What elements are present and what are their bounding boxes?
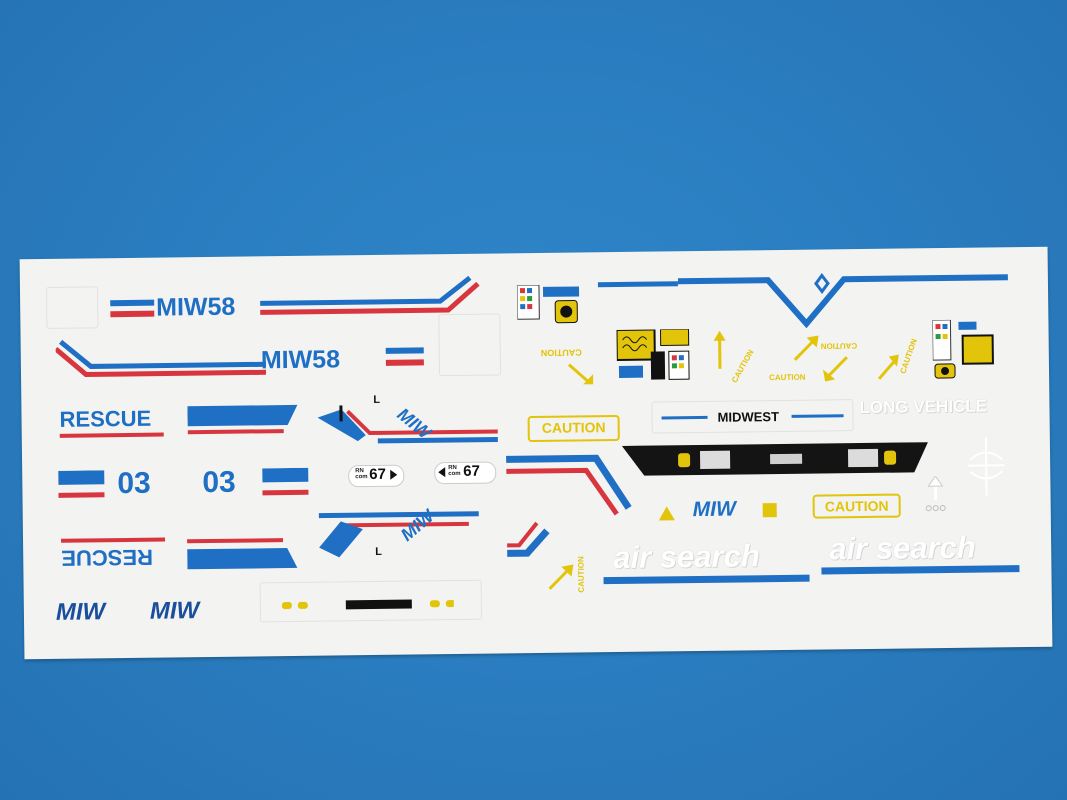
rescue-overline	[61, 537, 166, 543]
number-label-left: 03	[117, 466, 151, 501]
caution-label-1: CAUTION	[540, 347, 582, 358]
logo-label-1: MIW	[55, 598, 106, 626]
decal-outline-3	[259, 579, 483, 623]
arrow-up-right-icon-3	[545, 563, 575, 598]
arrow-down-left-icon	[821, 353, 851, 388]
logo-label-5: MIW	[692, 497, 736, 522]
up-arrow-dots-icon	[922, 475, 949, 521]
control-panel-3	[931, 319, 1003, 385]
rescue-label-top: RESCUE	[59, 405, 152, 432]
caution-label-5: CAUTION	[898, 337, 919, 375]
slant-stripe-block-lower	[187, 536, 307, 578]
rescue-underline	[59, 432, 164, 438]
logo-label-2: MIW	[149, 597, 200, 625]
number-label-right: 03	[202, 465, 236, 500]
code-label-second: MIW58	[260, 345, 341, 375]
arrow-up-right-icon-2	[875, 353, 901, 388]
decal-outline-4	[651, 399, 854, 434]
caution-label-6: CAUTION	[576, 556, 586, 593]
long-vehicle-label: LONG VEHICLE	[859, 396, 988, 418]
arrow-down-right-icon	[567, 362, 597, 391]
arrow-up-icon	[713, 330, 728, 376]
stripe-graphic-top	[110, 274, 481, 334]
caution-box-2: CAUTION	[812, 493, 901, 519]
black-light-bar	[621, 438, 943, 487]
decal-outline-2	[438, 313, 502, 377]
slant-stripe-block	[187, 401, 307, 443]
swoosh-graphic-upper	[317, 403, 508, 460]
control-panel-2	[615, 328, 698, 389]
small-letter-bottom: L	[375, 545, 383, 558]
air-search-label-1: air search	[613, 538, 760, 576]
caution-label-4: CAUTION	[820, 341, 858, 351]
arrow-up-right-icon	[791, 334, 821, 369]
caution-box-1: CAUTION	[527, 414, 620, 443]
air-search-stripe-2	[821, 565, 1020, 575]
air-search-label-2: air search	[828, 529, 976, 567]
light-bar-strip	[264, 594, 456, 621]
number-stripe-right	[262, 467, 312, 506]
number-label-67-left: 67	[369, 465, 387, 484]
rescue-label-inverted: RESCUE	[61, 544, 154, 571]
number-stripe-left	[58, 470, 108, 508]
caution-label-2: CAUTION	[729, 348, 756, 385]
code-label-top: MIW58	[156, 292, 236, 322]
v-chevron-stripe	[677, 269, 1019, 338]
arrow-right-icon	[390, 469, 398, 480]
decal-outline-1	[45, 286, 99, 329]
small-letter-top: L	[373, 393, 381, 406]
triangle-icon	[658, 506, 675, 521]
tiny-label-left: RN com	[355, 468, 368, 481]
caution-label-3: CAUTION	[769, 372, 806, 383]
control-panel-1	[516, 284, 588, 330]
number-label-67-right: 67	[463, 462, 481, 480]
air-search-stripe-1	[603, 574, 810, 585]
swoosh-graphic-lower	[318, 507, 510, 564]
arrow-left-icon	[438, 467, 446, 478]
square-icon	[762, 503, 777, 518]
decal-sheet: MIW58 MIW58 RESCUE 03 03 RESCUE MIW	[19, 246, 1053, 660]
wire-symbol-icon	[966, 437, 1007, 502]
stripe-graphic-second	[54, 332, 427, 387]
tiny-label-right: RN com	[448, 464, 461, 478]
top-blue-line-left	[597, 281, 678, 288]
